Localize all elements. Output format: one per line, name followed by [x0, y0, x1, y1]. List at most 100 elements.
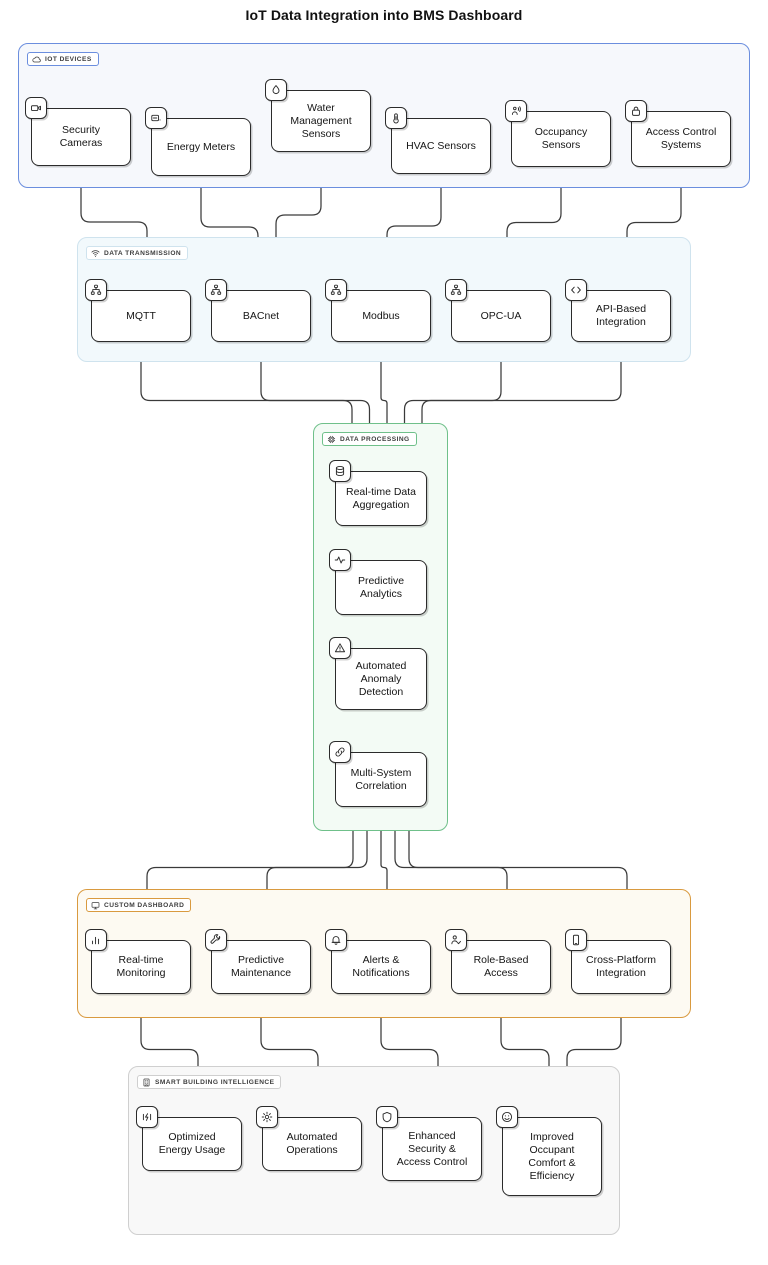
water-droplet-icon [272, 85, 280, 94]
network-icon [210, 284, 222, 295]
node-role-based-access[interactable]: Role-Based Access [451, 940, 551, 994]
node-label: Enhanced Security & Access Control [396, 1129, 468, 1168]
node-badge-predictive-maintenance [205, 929, 227, 951]
building-icon [143, 1078, 150, 1086]
node-hvac-sensors[interactable]: HVAC Sensors [391, 118, 491, 174]
node-label: Automated Operations [286, 1131, 338, 1156]
node-api-based[interactable]: API-Based Integration [571, 290, 671, 342]
connector-cross-platform-to-improved-comfort [567, 994, 622, 1105]
node-water-management[interactable]: Water Management Sensors [271, 90, 371, 152]
node-badge-improved-comfort [496, 1106, 518, 1128]
node-badge-occupancy-sensors [505, 100, 527, 122]
node-badge-bacnet [205, 279, 227, 301]
group-label-custom-dashboard: CUSTOM DASHBOARD [86, 898, 192, 912]
node-badge-realtime-aggregation [329, 460, 351, 482]
node-security-cameras[interactable]: Security Cameras [31, 108, 131, 166]
node-alerts-notifications[interactable]: Alerts & Notifications [331, 940, 431, 994]
node-badge-energy-meters [145, 107, 167, 129]
node-predictive-analytics[interactable]: Predictive Analytics [335, 560, 427, 615]
node-label: OPC-UA [480, 309, 522, 322]
node-access-control[interactable]: Access Control Systems [631, 111, 731, 167]
group-label-text: DATA TRANSMISSION [104, 249, 182, 257]
node-badge-water-management [265, 79, 287, 101]
activity-pulse-icon [334, 556, 346, 564]
database-icon [335, 465, 345, 477]
bell-icon [331, 936, 341, 945]
mobile-device-icon [572, 934, 580, 946]
node-badge-enhanced-security [376, 1106, 398, 1128]
connector-access-control-to-api-based [627, 167, 682, 278]
node-automated-operations[interactable]: Automated Operations [262, 1117, 362, 1171]
node-badge-realtime-monitoring [85, 929, 107, 951]
node-cross-platform[interactable]: Cross-Platform Integration [571, 940, 671, 994]
smiley-face-icon [501, 1111, 513, 1123]
node-label: Multi-System Correlation [350, 766, 412, 792]
gauge-icon [151, 114, 161, 122]
node-label: Automated Anomaly Detection [355, 659, 407, 698]
node-optimized-energy[interactable]: Optimized Energy Usage [142, 1117, 242, 1171]
node-realtime-monitoring[interactable]: Real-time Monitoring [91, 940, 191, 994]
connector-api-based-to-realtime-aggregation [422, 342, 622, 459]
node-badge-hvac-sensors [385, 107, 407, 129]
node-label: Predictive Maintenance [230, 954, 292, 979]
network-icon [330, 284, 342, 295]
connector-alerts-notifications-to-enhanced-security [380, 994, 438, 1105]
node-badge-automated-operations [256, 1106, 278, 1128]
connector-security-cameras-to-mqtt [80, 166, 147, 278]
group-label-text: SMART BUILDING INTELLIGENCE [155, 1078, 275, 1086]
connector-energy-meters-to-bacnet [200, 176, 258, 278]
connector-realtime-monitoring-to-optimized-energy [140, 994, 198, 1105]
network-icon [450, 284, 462, 295]
node-label: HVAC Sensors [406, 139, 476, 152]
group-label-text: CUSTOM DASHBOARD [104, 901, 185, 909]
node-anomaly-detection[interactable]: Automated Anomaly Detection [335, 648, 427, 710]
warning-triangle-icon [334, 643, 346, 653]
node-opc-ua[interactable]: OPC-UA [451, 290, 551, 342]
cloud-icon [32, 56, 41, 62]
wifi-icon [91, 249, 100, 257]
code-brackets-icon [571, 286, 581, 294]
energy-bolt-icon [142, 1113, 152, 1121]
node-label: Energy Meters [166, 140, 236, 153]
node-badge-cross-platform [565, 929, 587, 951]
node-modbus[interactable]: Modbus [331, 290, 431, 342]
node-badge-predictive-analytics [329, 549, 351, 571]
connector-modbus-to-realtime-aggregation [380, 342, 387, 459]
node-improved-comfort[interactable]: Improved Occupant Comfort & Efficiency [502, 1117, 602, 1196]
node-realtime-aggregation[interactable]: Real-time Data Aggregation [335, 471, 427, 526]
lock-icon [632, 106, 640, 116]
node-badge-access-control [625, 100, 647, 122]
page-title: IoT Data Integration into BMS Dashboard [245, 7, 523, 23]
connector-hvac-sensors-to-modbus [387, 174, 442, 278]
connector-bacnet-to-realtime-aggregation [260, 342, 370, 459]
node-badge-role-based-access [445, 929, 467, 951]
node-bacnet[interactable]: BACnet [211, 290, 311, 342]
connector-mqtt-to-realtime-aggregation [140, 342, 352, 459]
node-label: Water Management Sensors [290, 101, 352, 140]
node-energy-meters[interactable]: Energy Meters [151, 118, 251, 176]
node-label: Modbus [362, 309, 400, 322]
node-label: Security Cameras [59, 124, 103, 149]
node-label: MQTT [126, 309, 156, 322]
node-occupancy-sensors[interactable]: Occupancy Sensors [511, 111, 611, 167]
monitor-icon [91, 901, 100, 909]
group-label-smart-building-intelligence: SMART BUILDING INTELLIGENCE [137, 1075, 282, 1089]
node-badge-api-based [565, 279, 587, 301]
connector-predictive-maintenance-to-automated-operations [260, 994, 318, 1105]
link-chain-icon [335, 747, 345, 757]
node-label: Improved Occupant Comfort & Efficiency [528, 1130, 576, 1182]
node-predictive-maintenance[interactable]: Predictive Maintenance [211, 940, 311, 994]
connector-multi-system-to-alerts-notifications [380, 807, 387, 928]
network-icon [90, 284, 102, 295]
node-mqtt[interactable]: MQTT [91, 290, 191, 342]
person-wave-icon [511, 106, 521, 115]
shield-icon [382, 1111, 392, 1123]
node-label: Occupancy Sensors [534, 126, 588, 151]
bar-chart-icon [92, 936, 100, 945]
node-multi-system[interactable]: Multi-System Correlation [335, 752, 427, 807]
node-enhanced-security[interactable]: Enhanced Security & Access Control [382, 1117, 482, 1181]
node-label: Optimized Energy Usage [158, 1131, 226, 1156]
connector-role-based-access-to-improved-comfort [500, 994, 549, 1105]
